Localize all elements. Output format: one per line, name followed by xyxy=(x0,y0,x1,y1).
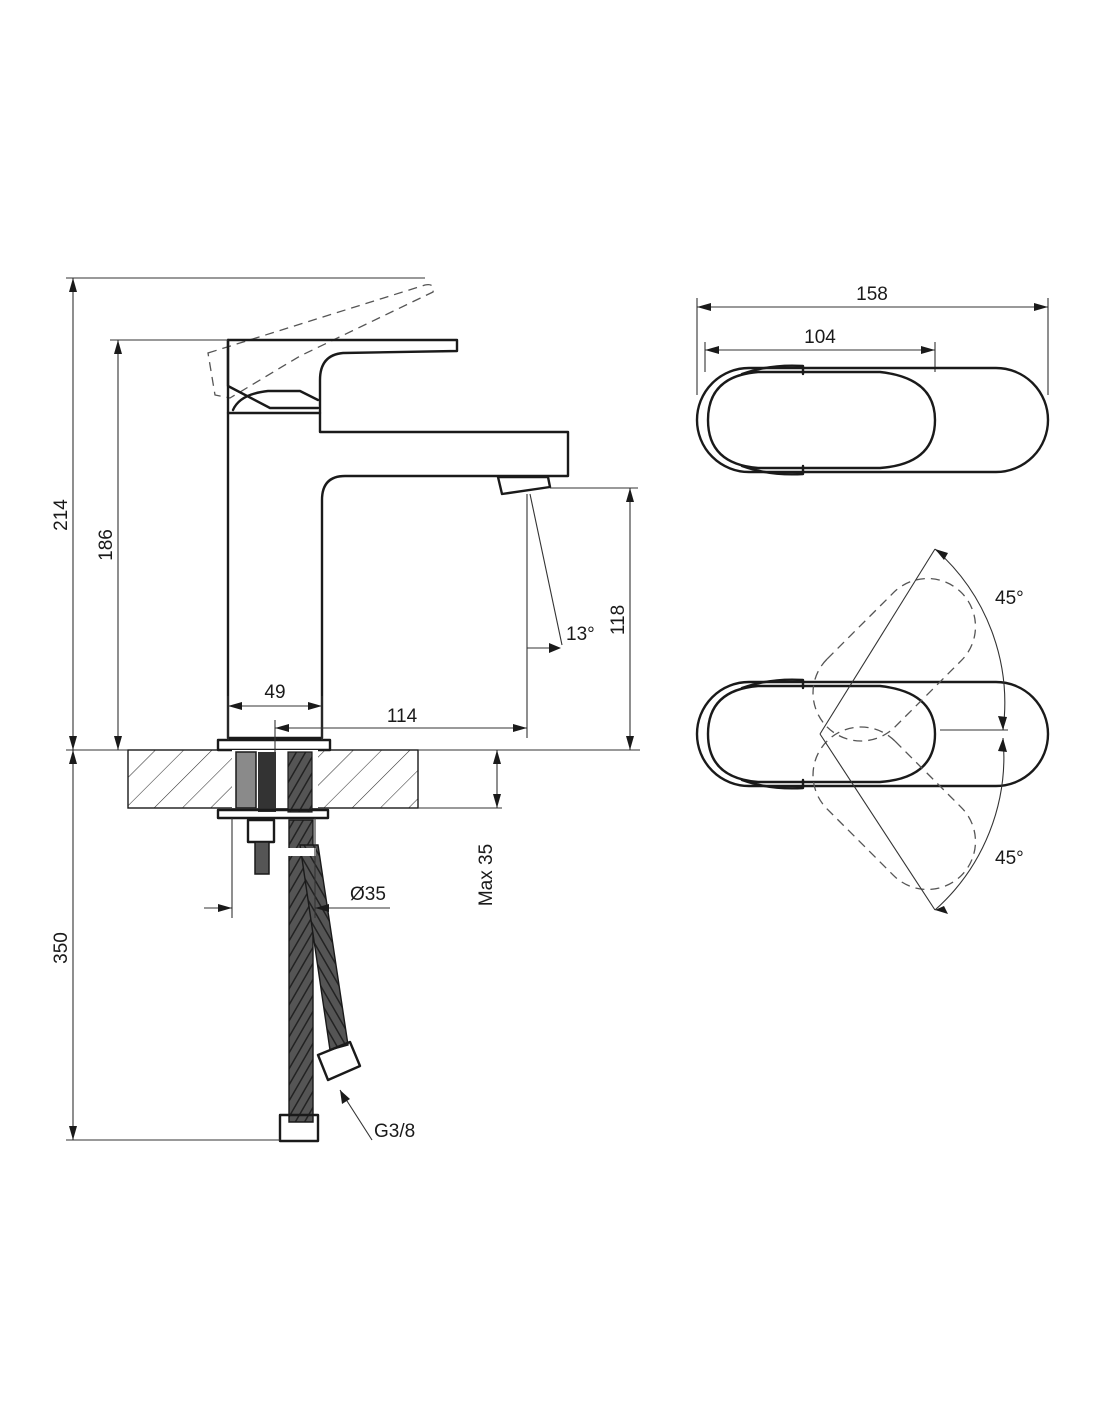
lever-rotated-up xyxy=(812,577,977,742)
dim-below-deck: 350 xyxy=(51,932,72,964)
side-view: 214 186 350 118 13° 49 xyxy=(51,277,640,1143)
dim-total-height: 214 xyxy=(51,499,72,531)
body-outline-top xyxy=(695,366,1050,474)
dim-body-width: 49 xyxy=(264,682,285,703)
dim-thread: G3/8 xyxy=(374,1121,415,1142)
lever-outline-rotation xyxy=(706,684,937,784)
dim-lever-length: 104 xyxy=(804,327,836,348)
nut xyxy=(246,818,276,844)
dim-hole-diameter: Ø35 xyxy=(350,884,386,905)
dim-overall-length: 158 xyxy=(856,284,888,305)
mounting-stud xyxy=(235,751,257,809)
lever-base-curve xyxy=(231,389,320,412)
dim-rotation-down: 45° xyxy=(995,848,1024,869)
body-outline-rotation xyxy=(695,680,1050,788)
dim-body-height: 186 xyxy=(96,529,117,561)
threaded-tail xyxy=(254,841,270,875)
dim-spout-clearance: 118 xyxy=(608,605,629,635)
dim-spout-angle: 13° xyxy=(566,624,595,645)
lever xyxy=(226,338,570,740)
dim-rotation-up: 45° xyxy=(995,588,1024,609)
dim-spout-reach: 114 xyxy=(387,706,418,727)
mounting-plate xyxy=(216,808,330,820)
hose-top xyxy=(287,751,313,813)
base-collar xyxy=(216,738,332,752)
fitting-right xyxy=(316,1040,362,1082)
lever-raised-outline xyxy=(207,284,434,399)
lever-outline-top xyxy=(706,370,937,470)
top-view: 158 104 45° 4 xyxy=(695,284,1050,914)
lever-front xyxy=(226,338,320,410)
fitting-left xyxy=(278,1113,320,1143)
dim-max-deck: Max 35 xyxy=(476,844,497,906)
lever-rotated-down xyxy=(812,726,977,891)
aerator xyxy=(496,475,552,496)
hose-right xyxy=(299,844,349,1051)
threaded-rod xyxy=(258,752,276,812)
